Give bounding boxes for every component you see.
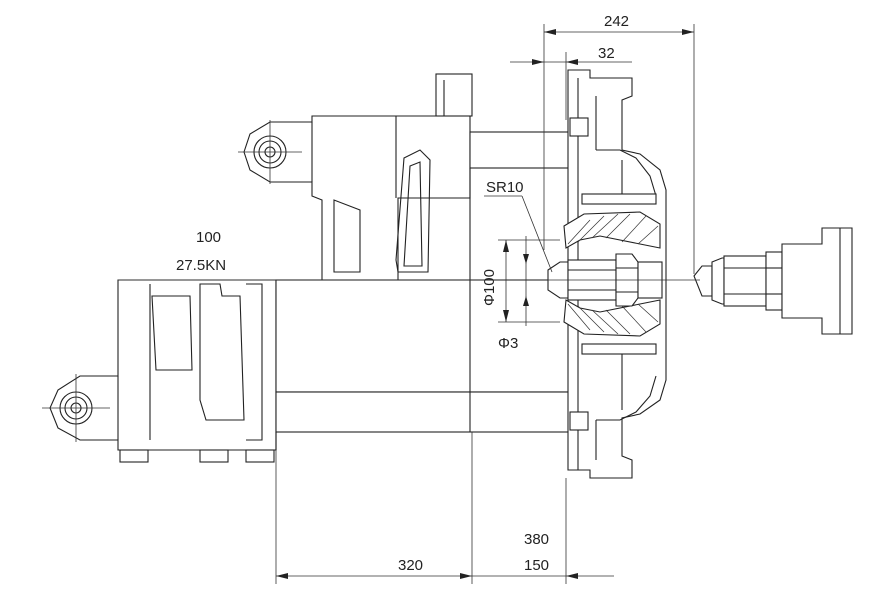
stroke-label: 100 [196,229,221,246]
upper-tie-bar [469,131,571,280]
force-label: 27.5KN [176,257,226,274]
ejector-housing [563,211,661,337]
lower-link-bracket [42,279,277,463]
ejector-rod-detached [693,227,853,335]
dim-150-label: 150 [524,557,549,574]
upper-link-bracket [238,73,473,281]
moving-platen [275,279,571,450]
dim-32-label: 32 [598,45,615,62]
dim-phi3-label: Φ3 [498,335,518,352]
dim-phi100-label: Φ100 [481,269,498,306]
dimension-top: 242 32 [510,13,695,274]
dimension-diameter: Φ100 Φ3 [481,236,560,352]
dimension-sr10: SR10 [484,179,553,273]
dim-242-label: 242 [604,13,629,30]
dim-380-label: 380 [524,531,549,548]
dim-320-label: 320 [398,557,423,574]
dim-sr10-label: SR10 [486,179,524,196]
dimension-bottom: 320 380 150 [275,432,614,584]
